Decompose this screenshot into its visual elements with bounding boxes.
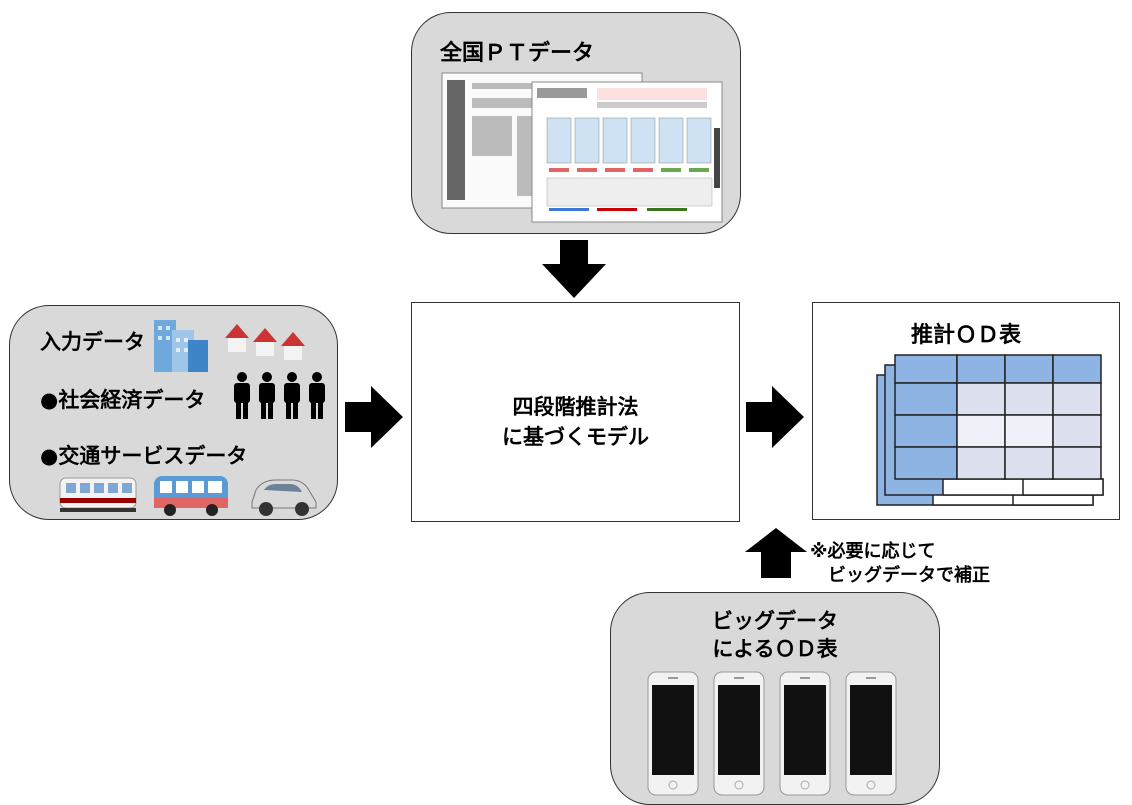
od-table-graphic	[876, 354, 1104, 506]
smartphone-icon	[647, 671, 699, 796]
big-data-line2: によるＯＤ表	[712, 637, 838, 661]
building-icon	[154, 320, 208, 372]
model-line1: 四段階推計法	[512, 395, 639, 419]
correction-note-line2: ビッグデータで補正	[828, 565, 990, 586]
socioeconomic-data-label: ●社会経済データ	[40, 388, 206, 412]
big-data-line1: ビッグデータ	[712, 609, 838, 633]
model-box: 四段階推計法 に基づくモデル	[411, 302, 740, 522]
arrow-right-icon	[345, 386, 403, 448]
survey-form-image	[441, 72, 723, 223]
smartphone-icon	[779, 671, 831, 796]
big-data-box: ビッグデータ によるＯＤ表	[610, 592, 940, 805]
od-table-title: 推計ＯＤ表	[910, 323, 1021, 348]
correction-note-line1: ※必要に応じて	[810, 541, 936, 562]
pt-data-box: 全国ＰＴデータ	[411, 12, 741, 234]
arrow-right-icon	[746, 386, 804, 448]
pt-data-title: 全国ＰＴデータ	[440, 41, 595, 66]
arrow-down-icon	[542, 240, 606, 298]
car-icon	[251, 479, 317, 516]
houses-icon	[225, 324, 305, 360]
model-line2: に基づくモデル	[502, 425, 649, 449]
input-data-title: 入力データ	[40, 330, 145, 354]
smartphone-icon	[713, 671, 765, 796]
people-icon	[234, 372, 325, 419]
smartphone-icon	[845, 671, 897, 796]
transport-service-data-label: ●交通サービスデータ	[40, 444, 248, 468]
arrow-up-icon	[745, 528, 807, 578]
bus-icon	[154, 476, 228, 516]
od-table-box: 推計ＯＤ表	[812, 302, 1120, 520]
train-icon	[59, 477, 137, 512]
input-data-box: 入力データ ●社会経済データ ●交通サービスデータ	[9, 305, 338, 520]
